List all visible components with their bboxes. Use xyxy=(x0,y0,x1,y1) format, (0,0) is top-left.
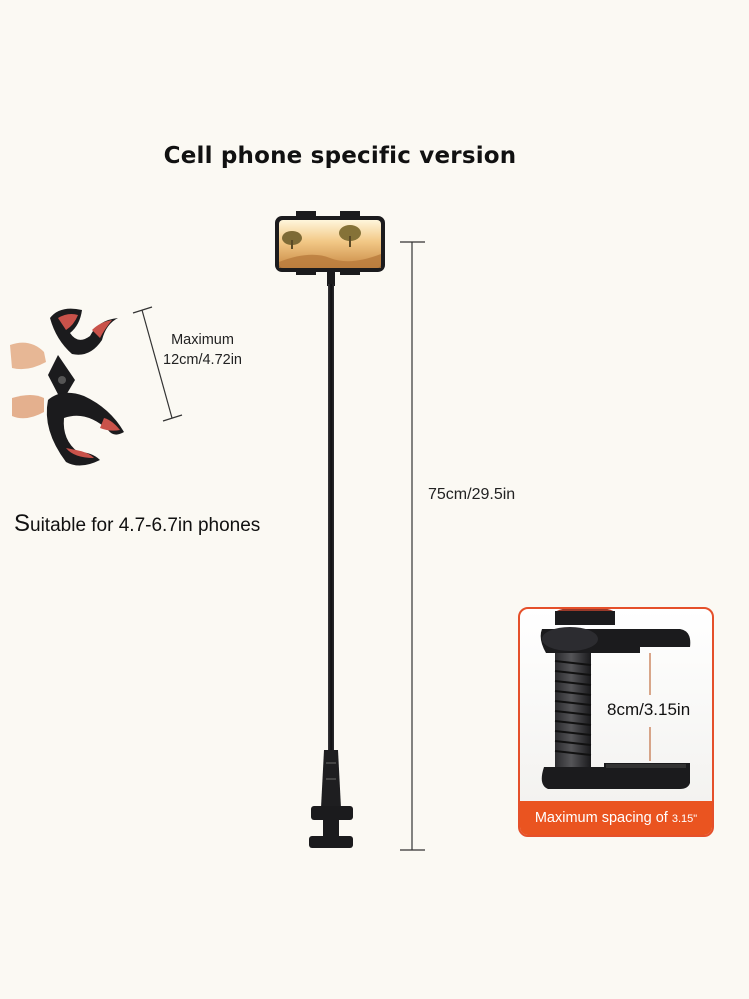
page-title: Cell phone specific version xyxy=(163,143,517,169)
max-opening-label: Maximum 12cm/4.72in xyxy=(150,330,255,370)
desk-clamp xyxy=(309,750,353,848)
height-dimension-line xyxy=(400,241,425,851)
clamp-opening-label: 8cm/3.15in xyxy=(607,700,691,719)
max-opening-line1: Maximum xyxy=(171,332,234,348)
clamp-caption: Maximum spacing of 3.15" xyxy=(520,801,712,835)
gooseneck-pole xyxy=(328,284,334,752)
grip-dimension-line xyxy=(132,306,183,422)
clamp-caption-value: 3.15" xyxy=(671,813,698,825)
compatibility-text: Suitable for 4.7-6.7in phones xyxy=(14,510,260,538)
compatibility-first-letter: S xyxy=(14,510,31,537)
compatibility-rest: uitable for 4.7-6.7in phones xyxy=(30,515,261,536)
max-opening-line2: 12cm/4.72in xyxy=(163,352,242,368)
phone-holder xyxy=(275,211,385,286)
clamp-detail-panel: Maximum spacing of 3.15" xyxy=(518,607,714,837)
height-label: 75cm/29.5in xyxy=(428,486,516,503)
clamp-caption-main: Maximum spacing of xyxy=(534,810,668,826)
clamp-detail-illustration xyxy=(540,609,691,789)
holder-grip-closeup xyxy=(10,308,124,466)
